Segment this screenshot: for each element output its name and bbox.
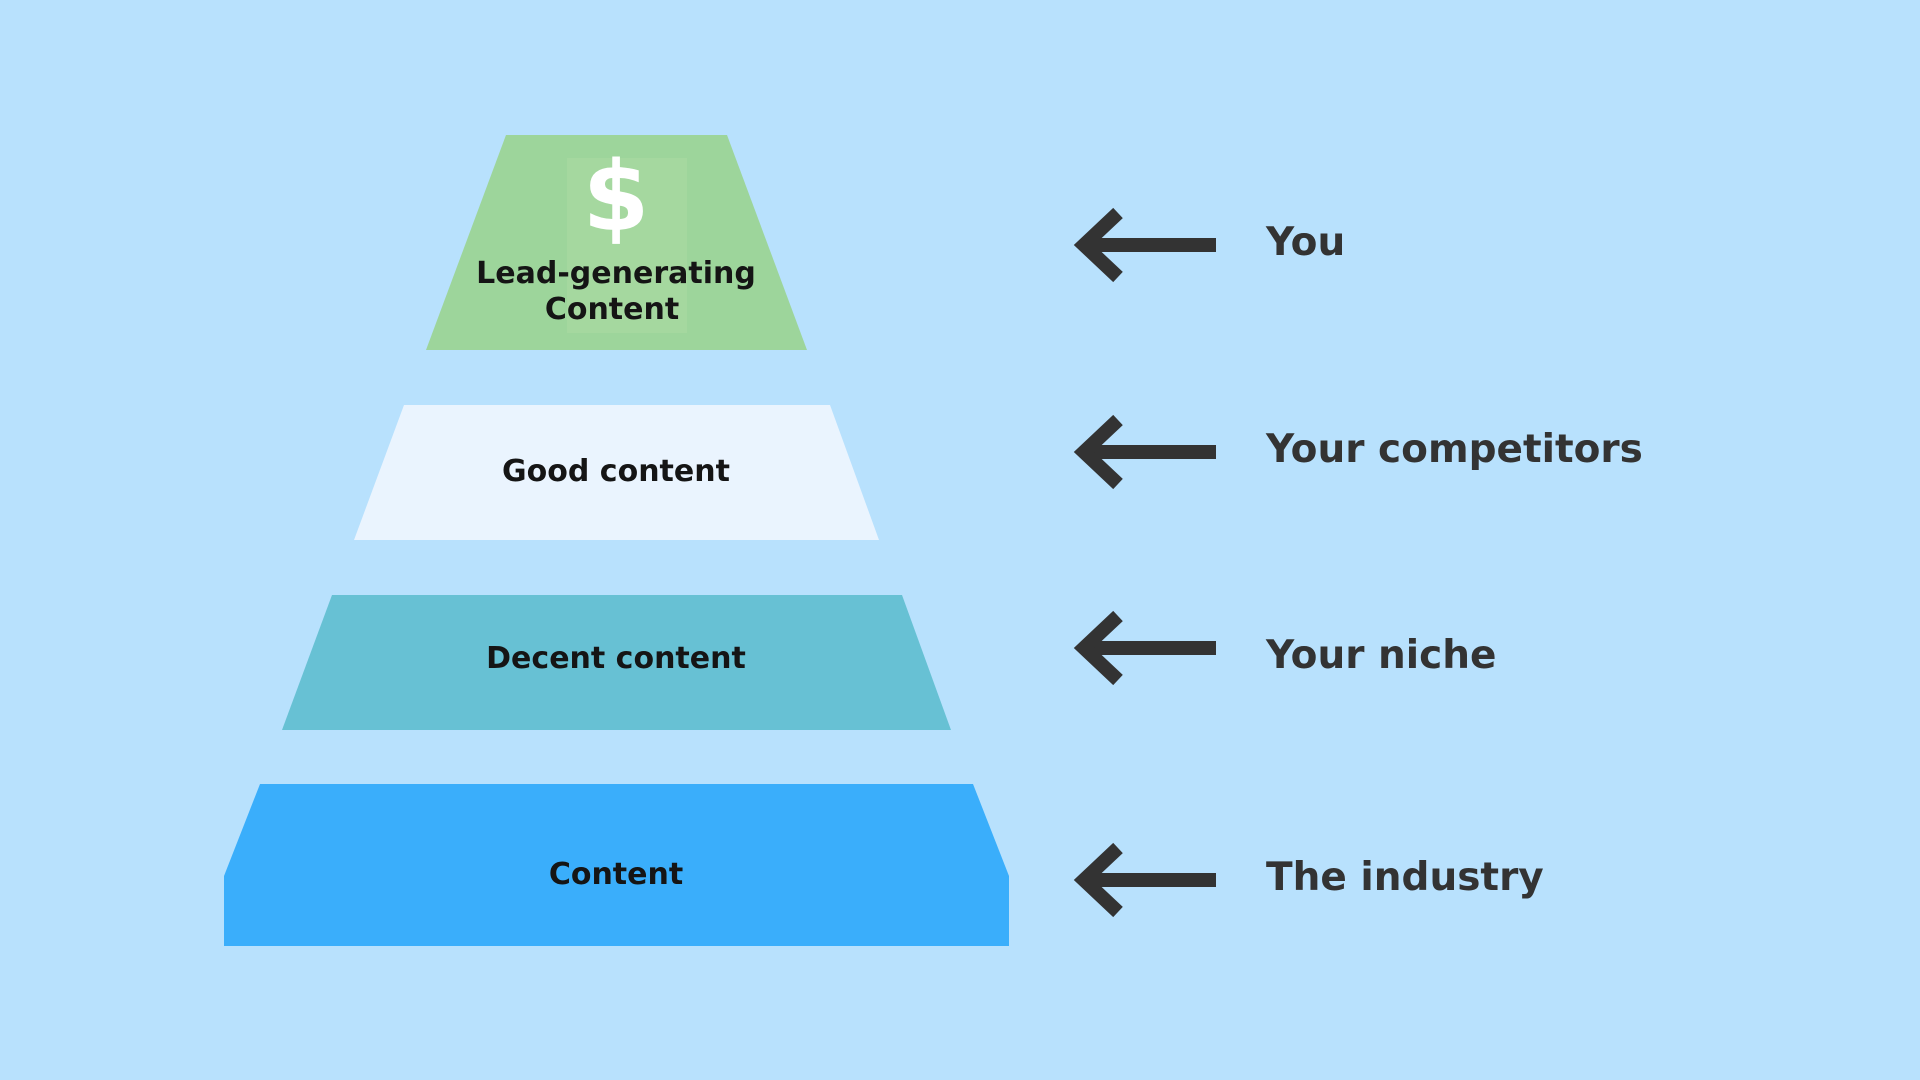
label-niche: Your niche <box>1265 633 1497 678</box>
label-you: You <box>1265 220 1345 265</box>
tier-shape <box>282 595 951 730</box>
tier-label: Decent content <box>486 641 746 676</box>
tier-content: Content <box>224 784 1009 946</box>
tier-label-line1: Lead-generating <box>476 256 756 291</box>
row-niche: Your niche <box>1073 610 1497 686</box>
label-industry: The industry <box>1266 855 1544 900</box>
icon-backdrop <box>567 158 687 333</box>
dollar-icon: $ <box>583 141 650 253</box>
arrow-left-icon <box>1073 842 1216 918</box>
tier-good-content: Good content <box>354 405 879 540</box>
row-you: You <box>1073 207 1345 283</box>
arrow-left-icon <box>1073 610 1216 686</box>
tier-shape <box>354 405 879 540</box>
tier-lead-generating: $ Lead-generating Content <box>426 135 807 350</box>
row-industry: The industry <box>1073 842 1544 918</box>
arrow-left-icon <box>1073 414 1216 490</box>
row-competitors: Your competitors <box>1073 414 1643 490</box>
arrow-left-icon <box>1073 207 1216 283</box>
tier-label-line2: Content <box>545 292 679 327</box>
tier-label: Good content <box>502 454 730 489</box>
tier-shape <box>224 784 1009 946</box>
tier-label: Content <box>549 857 683 892</box>
tier-decent-content: Decent content <box>282 595 951 730</box>
label-competitors: Your competitors <box>1265 427 1643 472</box>
